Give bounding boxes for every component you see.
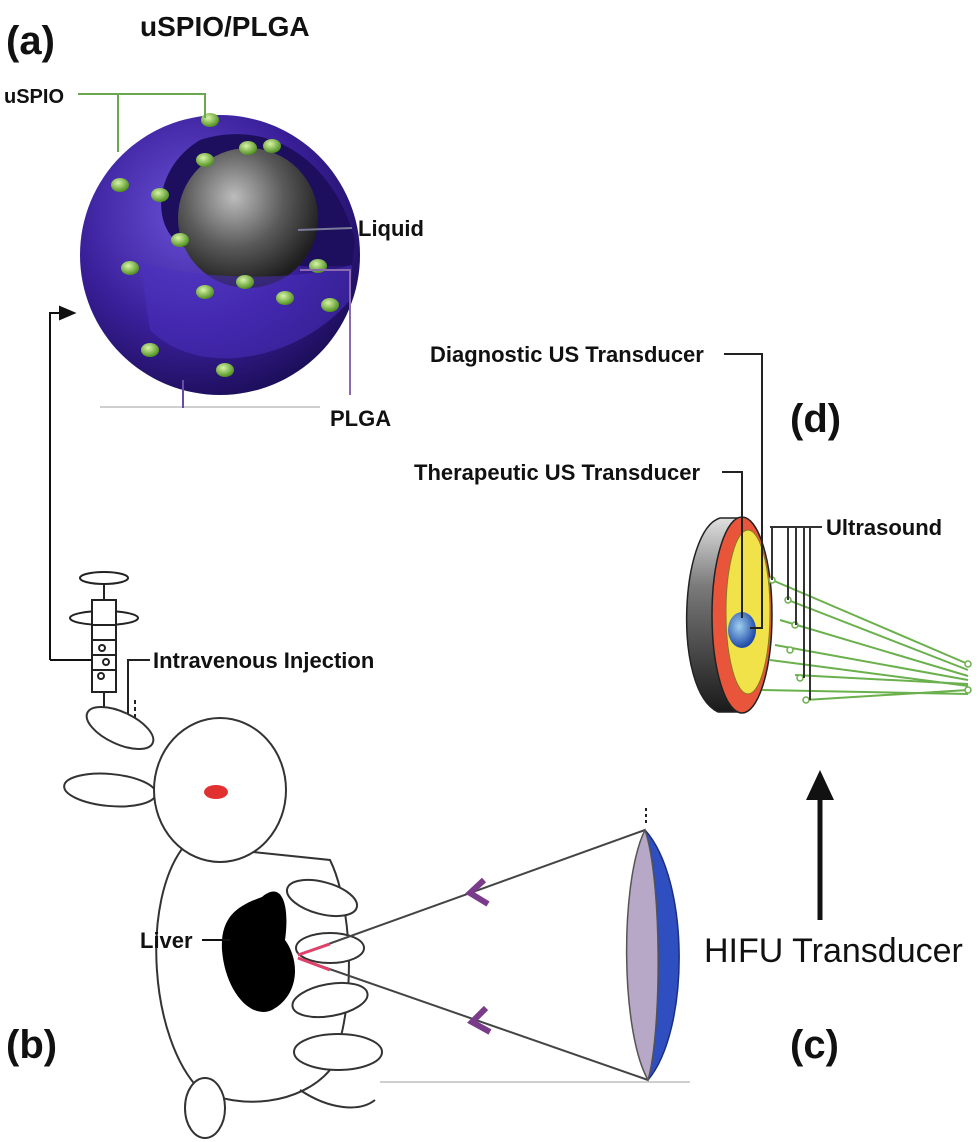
- diagnostic-center: [728, 612, 756, 648]
- liver-label: Liver: [140, 928, 193, 953]
- beam-chevron-upper: [465, 877, 490, 907]
- ultrasound-label: Ultrasound: [826, 515, 942, 540]
- syringe: [69, 571, 139, 720]
- injection-leader: [127, 659, 150, 720]
- nanoparticle: [80, 113, 360, 408]
- beam-nodes: [768, 576, 972, 704]
- particle-leaders: [78, 93, 353, 408]
- transducer-face: [725, 529, 771, 695]
- hifu-label: HIFU Transducer: [704, 932, 963, 970]
- uspio-label: uSPIO: [4, 86, 64, 108]
- panel-label-a: (a): [6, 19, 55, 63]
- rabbit: [63, 705, 383, 1139]
- panel-label-c: (c): [790, 1023, 839, 1067]
- rabbit-eye: [204, 785, 228, 799]
- shell-slice: [140, 262, 352, 359]
- transducer-leaders: [722, 353, 763, 629]
- ultrasound-beams: [761, 579, 969, 701]
- ultrasound-leader: [770, 526, 822, 700]
- liver: [221, 891, 295, 1012]
- panel-label-b: (b): [6, 1023, 57, 1067]
- particle-title: uSPIO/PLGA: [140, 11, 310, 42]
- liquid-core: [178, 148, 318, 288]
- plga-label: PLGA: [330, 406, 391, 431]
- diagnostic-label: Diagnostic US Transducer: [430, 342, 704, 367]
- panel-label-d: (d): [790, 397, 841, 441]
- hifu-lens: [625, 808, 680, 1082]
- injection-path: [49, 305, 95, 661]
- injection-arrowhead: [59, 305, 77, 321]
- beam-chevron-lower: [467, 1005, 492, 1035]
- hifu-arrow: [806, 770, 834, 920]
- liquid-label: Liquid: [358, 216, 424, 241]
- therapeutic-label: Therapeutic US Transducer: [414, 460, 701, 485]
- injection-label: Intravenous Injection: [153, 648, 374, 673]
- us-transducer: [686, 516, 773, 714]
